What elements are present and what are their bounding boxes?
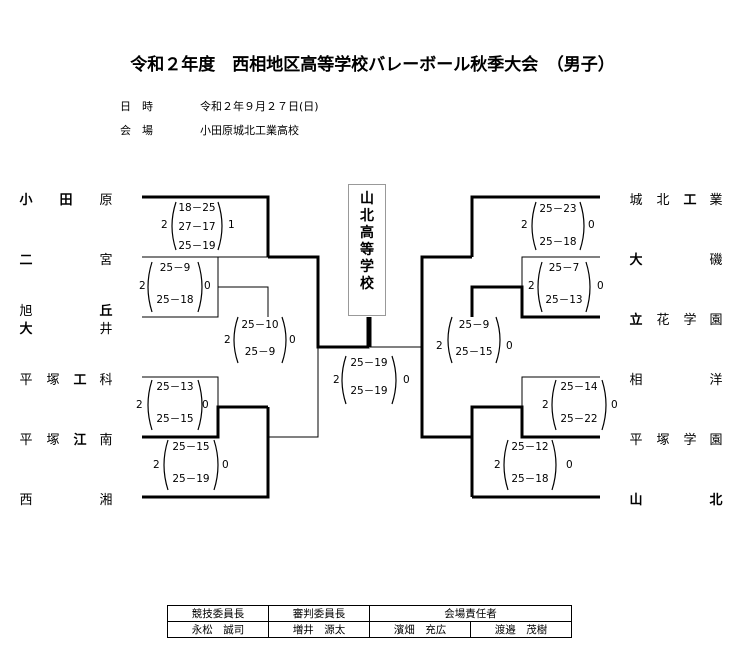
staff-header-venue: 会場責任者 xyxy=(369,605,572,622)
match-final-left-sets: 2 xyxy=(333,374,340,386)
team-oi: 大井 xyxy=(19,322,113,337)
staff-name-competition: 永松 誠司 xyxy=(167,621,269,638)
match-final-right-sets: 0 xyxy=(403,374,410,386)
team-hiratsuka-konan: 平塚江南 xyxy=(19,433,113,448)
team-soyo: 相洋 xyxy=(629,373,723,388)
team-yamakita: 山北 xyxy=(629,493,723,508)
match-l4-left-sets: 2 xyxy=(136,399,143,411)
match-l5-left-sets: 2 xyxy=(153,459,160,471)
team-hiratsuka-koka: 平塚工科 xyxy=(19,373,113,388)
team-odawara: 小田原 xyxy=(19,193,113,208)
match-r2-right-sets: 0 xyxy=(597,280,604,292)
match-l2-left-sets: 2 xyxy=(139,280,146,292)
venue-value: 小田原城北工業高校 xyxy=(200,124,299,137)
staff-name-venue-1: 濱畑 充広 xyxy=(369,621,471,638)
venue-label: 会 場 xyxy=(120,124,153,137)
match-r3-left-sets: 2 xyxy=(436,340,443,352)
team-oiso: 大磯 xyxy=(629,253,723,268)
staff-header-competition: 競技委員長 xyxy=(167,605,269,622)
match-r5-left-sets: 2 xyxy=(494,459,501,471)
team-tachibana-gakuen: 立花学園 xyxy=(629,313,723,328)
match-r4-right-sets: 0 xyxy=(611,399,618,411)
team-hiratsuka-gakuen: 平塚学園 xyxy=(629,433,723,448)
date-label: 日 時 xyxy=(120,100,153,113)
staff-name-venue-2: 渡邉 茂樹 xyxy=(470,621,572,638)
staff-table: 競技委員長 審判委員長 会場責任者 永松 誠司 増井 源太 濱畑 充広 渡邉 茂… xyxy=(167,605,572,638)
match-r1-right-sets: 0 xyxy=(588,219,595,231)
match-r3-right-sets: 0 xyxy=(506,340,513,352)
match-l4-right-sets: 0 xyxy=(202,399,209,411)
match-r1-left-sets: 2 xyxy=(521,219,528,231)
team-ninomiya: 二宮 xyxy=(19,253,113,268)
match-l5-right-sets: 0 xyxy=(222,459,229,471)
match-l1-left-sets: 2 xyxy=(161,219,168,231)
team-asahigaoka: 旭丘 xyxy=(19,304,113,319)
match-r2-left-sets: 2 xyxy=(528,280,535,292)
date-value: 令和２年９月２７日(日) xyxy=(200,100,319,113)
match-l3-right-sets: 0 xyxy=(289,334,296,346)
match-l2-right-sets: 0 xyxy=(204,280,211,292)
staff-header-referee: 審判委員長 xyxy=(268,605,370,622)
match-r5-right-sets: 0 xyxy=(566,459,573,471)
staff-name-referee: 増井 源太 xyxy=(268,621,370,638)
champion-box: 山北高 等学校 xyxy=(348,184,386,316)
team-johoku-kogyo: 城北工業 xyxy=(629,193,723,208)
page-title: 令和２年度 西相地区高等学校バレーボール秋季大会 （男子） xyxy=(130,55,615,75)
match-l3-left-sets: 2 xyxy=(224,334,231,346)
match-r4-left-sets: 2 xyxy=(542,399,549,411)
match-l1-right-sets: 1 xyxy=(228,219,235,231)
team-seisho: 西湘 xyxy=(19,493,113,508)
